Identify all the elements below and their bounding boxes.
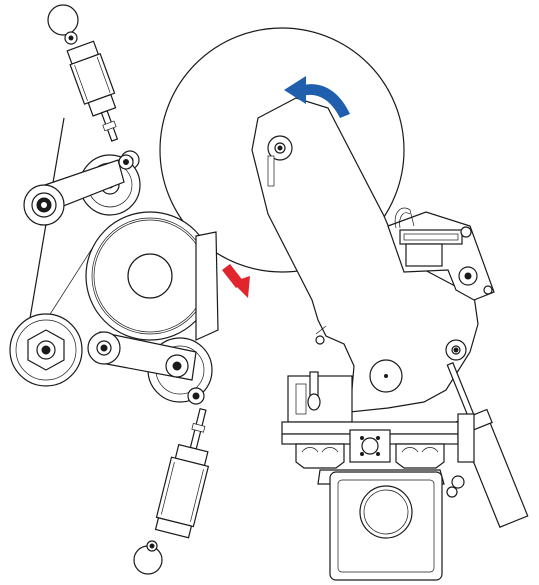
label-roll-outline xyxy=(159,27,405,273)
main-drum-side-plate xyxy=(195,231,219,341)
motor-shaft-cover xyxy=(359,485,413,539)
central-plate xyxy=(251,97,479,413)
upper-tension-cylinder xyxy=(47,4,140,170)
plate-outline xyxy=(251,97,479,413)
lower-cylinder-body xyxy=(155,456,210,528)
upper-cylinder-end-pin-center xyxy=(68,35,74,41)
lower-roller-arm xyxy=(87,331,213,405)
sensor-cable xyxy=(394,207,415,229)
left-unwind-roller xyxy=(9,313,83,387)
base-right-post xyxy=(457,413,475,463)
diagonal-direction-arrow-icon xyxy=(222,264,250,298)
base-left-foot xyxy=(295,443,345,469)
curved-rotation-arrow-icon xyxy=(284,76,350,118)
bracket-screw xyxy=(460,226,472,238)
gas-spring-body xyxy=(461,422,529,528)
sensor-bracket xyxy=(387,207,495,301)
label-roll xyxy=(159,27,405,273)
upper-roller-arm xyxy=(23,154,141,226)
lower-tension-cylinder xyxy=(133,407,210,575)
main-drum xyxy=(85,211,219,341)
lower-cylinder-end-wheel xyxy=(133,545,163,575)
base-assembly xyxy=(281,371,475,498)
base-knob xyxy=(451,475,465,489)
plate-small-bolt xyxy=(315,335,325,345)
gas-spring-rod xyxy=(446,362,475,418)
lower-cylinder-cap xyxy=(154,517,193,539)
sensor-body xyxy=(405,243,443,267)
motor-housing xyxy=(317,469,445,581)
upper-cylinder-end-wheel xyxy=(47,4,79,36)
main-drum-hub xyxy=(127,253,173,299)
base-right-foot xyxy=(395,443,445,469)
